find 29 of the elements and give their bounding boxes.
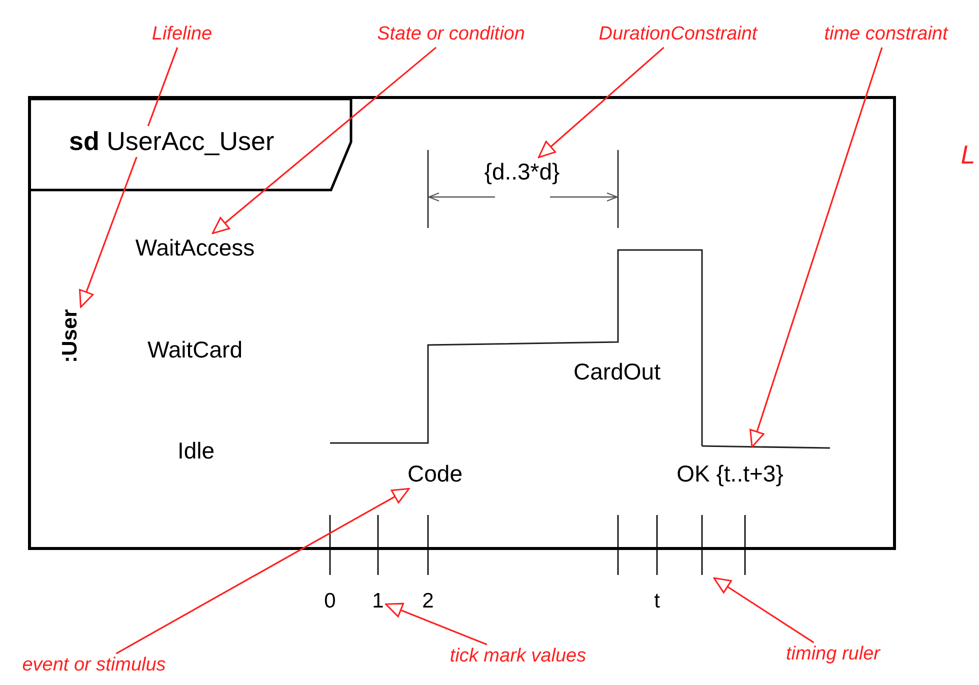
event-label: Code bbox=[408, 461, 462, 487]
state-label: WaitAccess bbox=[135, 235, 255, 261]
annotation-text: time constraint bbox=[824, 24, 948, 46]
annotation-text: event or stimulus bbox=[22, 656, 166, 676]
state-label: Idle bbox=[177, 438, 215, 464]
state-label: WaitCard bbox=[148, 337, 242, 363]
leader-line bbox=[79, 47, 178, 308]
frame bbox=[28, 96, 896, 550]
leader-line bbox=[116, 488, 410, 654]
annotation-text: DurationConstraint bbox=[598, 24, 758, 46]
tick-value: 0 bbox=[324, 589, 336, 613]
lifeline-label: :User bbox=[58, 309, 82, 363]
event-label: CardOut bbox=[574, 359, 660, 385]
leader-line bbox=[385, 602, 488, 646]
tick-value: 2 bbox=[422, 589, 434, 613]
tick-value: t bbox=[654, 589, 660, 613]
tick-value: 1 bbox=[372, 589, 384, 613]
leader-line bbox=[750, 47, 883, 448]
annotation-text: State or condition bbox=[377, 24, 525, 46]
leader-line bbox=[713, 577, 814, 644]
leader-line bbox=[212, 46, 437, 234]
annotation-text: tick mark values bbox=[450, 646, 586, 668]
event-label: OK {t..t+3} bbox=[676, 461, 784, 487]
annotation-text: Lifeline bbox=[152, 24, 212, 46]
duration-constraint-label: {d..3*d} bbox=[484, 159, 560, 185]
frame-title: sd UserAcc_User bbox=[69, 126, 274, 157]
annotation-text: L bbox=[960, 140, 976, 170]
annotation-text: timing ruler bbox=[786, 644, 880, 666]
leader-line bbox=[538, 46, 664, 158]
